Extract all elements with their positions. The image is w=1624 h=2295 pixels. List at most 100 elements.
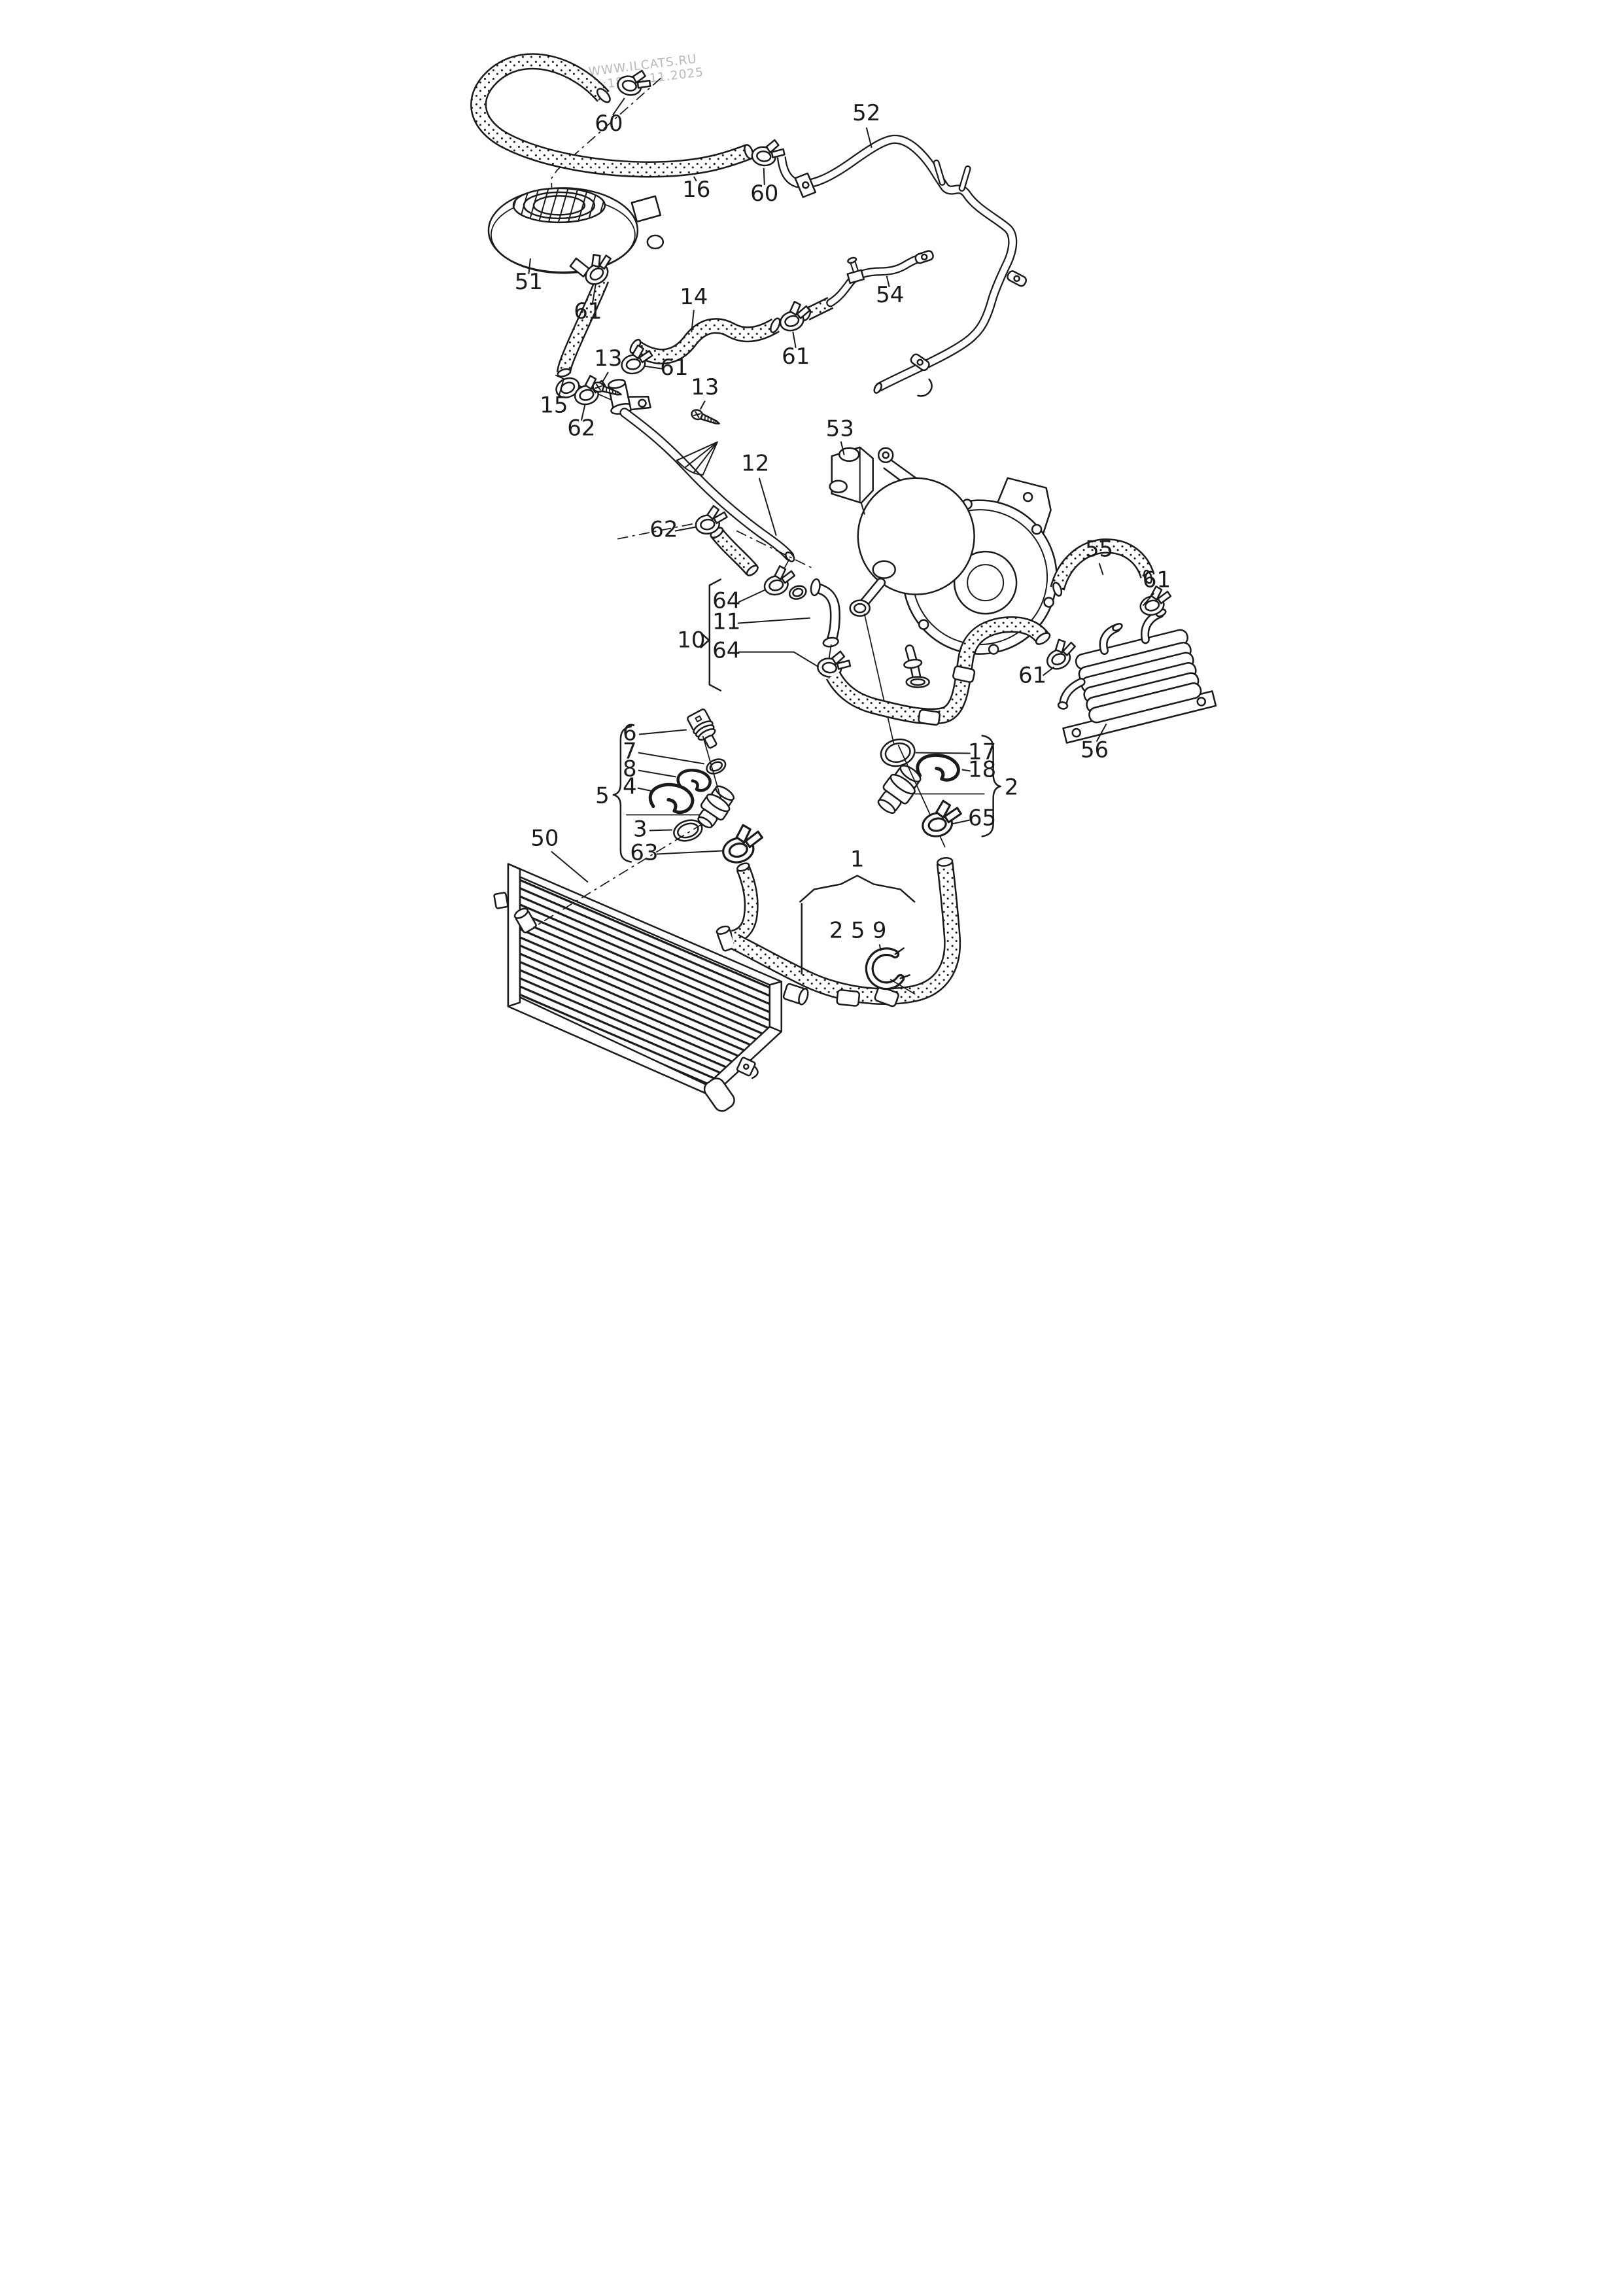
callout-2: 2: [1005, 775, 1019, 801]
callout-56: 56: [1080, 724, 1109, 763]
callout-15: 15: [540, 379, 568, 419]
callout-62: 62: [567, 403, 596, 442]
leader-line-53: [840, 441, 845, 455]
part-number-16: 16: [682, 177, 710, 203]
callout-16: 16: [682, 176, 710, 203]
tank-tab: [631, 195, 662, 223]
part-number-5: 5: [851, 917, 865, 943]
hose-62: [710, 527, 759, 576]
leader-line-54: [886, 275, 890, 288]
part-number-62: 62: [567, 415, 595, 442]
callout-60: 60: [595, 97, 625, 137]
part-number-55: 55: [1085, 536, 1113, 563]
part-number-2: 2: [1005, 775, 1019, 801]
callout-55: 55: [1085, 536, 1113, 575]
part-number-1: 1: [850, 846, 865, 872]
leader-line-7: [638, 752, 704, 765]
part-number-2: 2: [829, 917, 844, 943]
part-number-11: 11: [712, 609, 740, 635]
clamp-63-icon: [716, 820, 769, 867]
o-ring-17: [880, 738, 916, 767]
part-number-56: 56: [1080, 737, 1109, 763]
elbow-11: [810, 578, 840, 648]
leader-line-62: [580, 403, 586, 421]
pump-solenoid: [829, 446, 874, 515]
part-number-54: 54: [876, 282, 904, 308]
leader-line-51: [528, 258, 531, 274]
radiator-right-port: [782, 983, 809, 1006]
callout-13: 13: [594, 345, 622, 382]
callout-17: 17: [915, 739, 996, 765]
callout-9: 9: [872, 917, 887, 951]
screw-13-icon: [689, 407, 722, 429]
spring-clip-4: [648, 782, 695, 815]
radiator-bracket-tab: [493, 892, 509, 909]
seal-ring-64: [788, 585, 807, 600]
callout-12: 12: [741, 451, 777, 536]
part-number-5: 5: [595, 782, 610, 809]
leader-line-64: [738, 651, 820, 668]
part-number-14: 14: [680, 284, 708, 310]
callout-53: 53: [826, 416, 854, 455]
callout-5: 5: [595, 782, 610, 809]
part-number-52: 52: [852, 100, 880, 126]
hose-16: [470, 53, 754, 178]
part-number-53: 53: [826, 416, 854, 442]
expansion-tank: [487, 78, 665, 278]
leader-line-11: [737, 617, 810, 624]
radiator-drain: [736, 1057, 759, 1079]
hose-14: [629, 317, 781, 364]
part-number-61: 61: [660, 355, 688, 381]
leader-line-61: [1042, 666, 1055, 676]
parts-diagram-page: WWW.ILCATS.RU 11:18 08.11.2025: [406, 0, 1218, 1148]
tank-cap-hatch: [513, 188, 605, 222]
leader-line-62: [674, 526, 697, 532]
callout-8: 8: [623, 756, 677, 782]
brace-2: [981, 735, 1001, 837]
leader-line-61: [591, 283, 596, 304]
radiator-left-port: [513, 907, 537, 934]
part-number-4: 4: [623, 774, 637, 800]
callout-65: 65: [951, 805, 996, 831]
leader-line-65: [951, 819, 970, 825]
part-number-17: 17: [968, 739, 996, 765]
callout-1: 1: [850, 846, 865, 872]
callout-5: 5: [851, 917, 865, 943]
tank-hose: [556, 277, 610, 377]
part-number-60: 60: [750, 181, 778, 207]
connector-housing-2: [877, 765, 922, 814]
radiator: [493, 863, 809, 1112]
part-number-18: 18: [968, 757, 996, 783]
callout-6: 6: [623, 720, 687, 746]
callout-13: 13: [691, 374, 719, 410]
callout-51: 51: [515, 258, 543, 295]
callout-52: 52: [852, 100, 880, 149]
part-number-10: 10: [677, 627, 705, 654]
callout-64: 64: [712, 588, 766, 614]
leader-line-64: [738, 589, 766, 603]
part-number-3: 3: [633, 816, 648, 842]
clip-9: [865, 947, 910, 990]
spring-clip-18: [916, 753, 960, 782]
callout-18: 18: [961, 757, 996, 783]
part-number-13: 13: [594, 345, 622, 372]
thermostat-cluster: [625, 709, 735, 842]
leader-line-61: [792, 331, 797, 348]
hose-55: [1050, 538, 1155, 597]
leader-line-52: [865, 127, 872, 149]
part-number-7: 7: [623, 739, 637, 765]
hose-to-cooler: [825, 616, 1051, 726]
tank-outlet: [569, 257, 591, 278]
callout-61: 61: [1018, 663, 1055, 689]
bracket-10: [700, 578, 722, 692]
pipe-12-fan: [676, 441, 718, 476]
leader-line-12: [758, 478, 777, 536]
oil-cooler: [1057, 608, 1217, 744]
leader-line-60: [612, 97, 625, 116]
callout-14: 14: [680, 284, 708, 332]
leader-line-60: [763, 167, 765, 185]
leader-line-17: [915, 752, 971, 754]
part-number-61: 61: [782, 343, 810, 370]
pump-arm-lug: [877, 447, 894, 463]
part-number-9: 9: [872, 917, 887, 943]
